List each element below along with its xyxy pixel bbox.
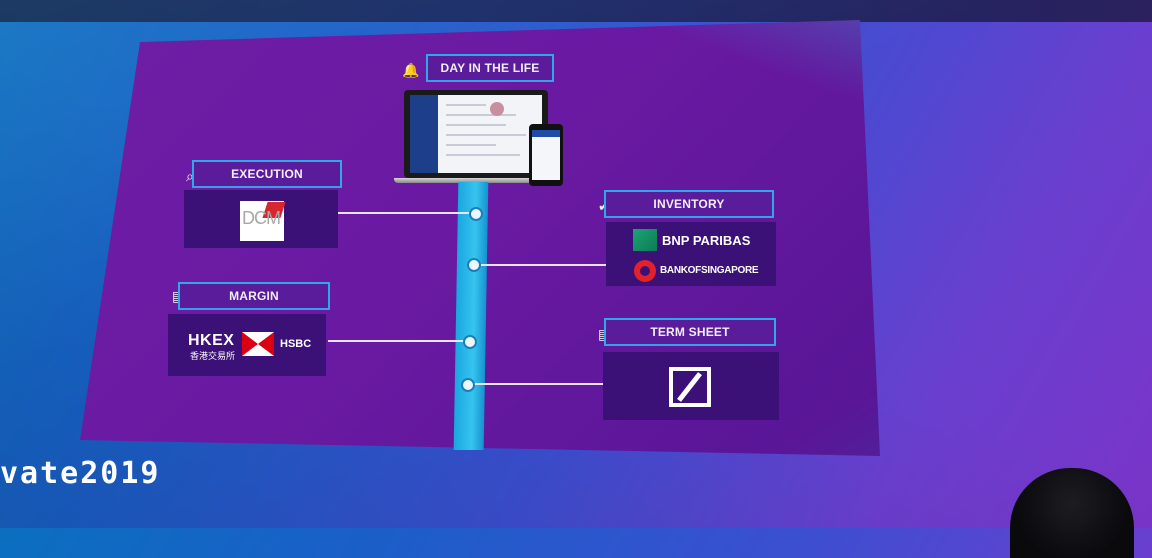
margin-label: MARGIN: [229, 289, 279, 303]
phone-screen: [532, 130, 560, 180]
avatar: [490, 102, 504, 116]
search-icon: ⌕: [186, 168, 194, 184]
connector-margin: [328, 340, 464, 342]
inventory-header: INVENTORY: [604, 190, 774, 218]
laptop-sidebar: [410, 95, 438, 173]
phone-header: [532, 130, 560, 137]
connector-execution: [338, 212, 470, 214]
hsbc-logo-mark: [242, 332, 274, 356]
bell-icon: 🔔: [402, 62, 420, 78]
timeline-node-3: [463, 335, 477, 349]
term-sheet-header: TERM SHEET: [604, 318, 776, 346]
slide-title: DAY IN THE LIFE: [440, 61, 540, 75]
dcm-logo-text: DCM: [242, 208, 281, 228]
inventory-card: [606, 222, 776, 286]
title-box: DAY IN THE LIFE: [426, 54, 554, 82]
connector-inventory: [480, 264, 606, 266]
execution-label: EXECUTION: [231, 167, 303, 181]
timeline-node-4: [461, 378, 475, 392]
check-circle-icon: ✔: [598, 198, 610, 215]
hkex-logo-subtitle: 香港交易所: [190, 351, 236, 361]
margin-header: MARGIN: [178, 282, 330, 310]
bank-of-singapore-logo-inner: [640, 266, 650, 276]
event-banner-text: vate2019: [0, 456, 161, 491]
term-sheet-label: TERM SHEET: [650, 325, 730, 339]
deutsche-bank-logo: [669, 367, 711, 407]
hall-ceiling: [0, 0, 1152, 22]
timeline-node-2: [467, 258, 481, 272]
hkex-logo: HKEX: [188, 332, 235, 349]
laptop-base: [394, 178, 558, 183]
connector-term-sheet: [474, 383, 604, 385]
bank-of-singapore-logo-text: BANKOFSINGAPORE: [660, 265, 759, 276]
execution-header: EXECUTION: [192, 160, 342, 188]
timeline-bar: [453, 182, 489, 450]
bnp-paribas-logo-mark: [633, 229, 657, 251]
inventory-label: INVENTORY: [653, 197, 725, 211]
timeline-node-1: [469, 207, 483, 221]
hsbc-logo-text: HSBC: [280, 338, 312, 350]
bnp-paribas-logo-text: BNP PARIBAS: [662, 233, 751, 248]
